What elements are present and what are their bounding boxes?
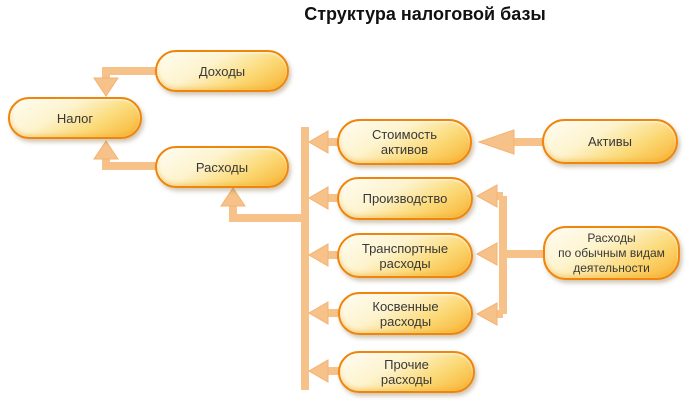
node-aktivy: Активы xyxy=(542,119,678,164)
node-nalog: Налог xyxy=(8,97,142,139)
node-rashody-label: Расходы xyxy=(195,159,249,175)
node-transportnye-rashody-label: Транспортные расходы xyxy=(361,240,449,271)
node-transportnye-rashody: Транспортные расходы xyxy=(337,233,473,278)
node-nalog-label: Налог xyxy=(56,110,94,126)
node-stoimost-aktivov-label: Стоимость активов xyxy=(371,127,438,157)
edge-collector-rashody xyxy=(220,187,305,222)
node-proizvodstvo: Производство xyxy=(337,177,473,220)
diagram-title: Структура налоговой базы xyxy=(304,4,546,24)
node-prochie-rashody-label: Прочие расходы xyxy=(380,357,433,387)
node-rashody-po-obychnym: Расходы по обычным видам деятельности xyxy=(543,226,680,280)
node-aktivy-label: Активы xyxy=(588,134,632,149)
node-dohody: Доходы xyxy=(155,50,289,92)
edge-dohody-nalog xyxy=(93,67,160,97)
node-dohody-label: Доходы xyxy=(198,63,246,79)
right-collector xyxy=(475,184,546,326)
node-prochie-rashody: Прочие расходы xyxy=(338,351,475,393)
node-rashody: Расходы xyxy=(155,146,289,188)
edge-aktivy-stoimost xyxy=(477,129,545,155)
node-kosvennye-rashody: Косвенные расходы xyxy=(338,292,473,335)
node-kosvennye-rashody-label: Косвенные расходы xyxy=(372,298,439,329)
node-proizvodstvo-label: Производство xyxy=(362,191,448,206)
node-stoimost-aktivov: Стоимость активов xyxy=(337,119,472,165)
edge-rashody-nalog xyxy=(93,140,160,170)
node-rashody-po-obychnym-label: Расходы по обычным видам деятельности xyxy=(558,230,665,275)
